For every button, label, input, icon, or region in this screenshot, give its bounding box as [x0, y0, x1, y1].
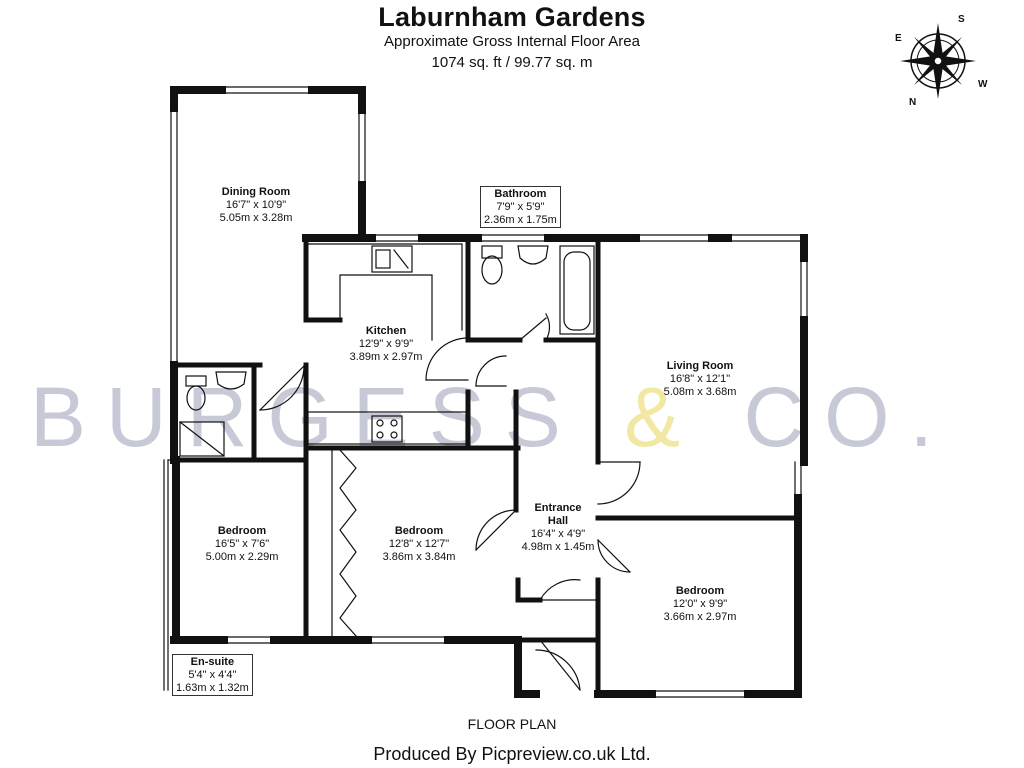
room-label-living: Living Room 16'8" x 12'1" 5.08m x 3.68m — [650, 360, 750, 399]
room-imperial: 5'4" x 4'4" — [188, 669, 237, 681]
room-name: Dining Room — [221, 186, 291, 198]
room-imperial: 16'7" x 10'9" — [225, 199, 287, 211]
room-label-hall: Entrance Hall 16'4" x 4'9" 4.98m x 1.45m — [508, 502, 608, 554]
room-metric: 3.66m x 2.97m — [663, 611, 737, 623]
plan-title: Laburnham Gardens — [378, 2, 646, 32]
room-label-bedroom-3: Bedroom 12'0" x 9'9" 3.66m x 2.97m — [650, 585, 750, 624]
room-label-bedroom-1: Bedroom 16'5" x 7'6" 5.00m x 2.29m — [192, 525, 292, 564]
floor-area: 1074 sq. ft / 99.77 sq. m — [431, 54, 593, 71]
room-label-kitchen: Kitchen 12'9" x 9'9" 3.89m x 2.97m — [336, 325, 436, 364]
room-imperial: 12'8" x 12'7" — [388, 538, 450, 550]
producer-credit: Produced By Picpreview.co.uk Ltd. — [373, 744, 651, 764]
room-label-dining: Dining Room 16'7" x 10'9" 5.05m x 3.28m — [206, 186, 306, 225]
room-metric: 1.63m x 1.32m — [176, 682, 249, 694]
room-name: Entrance — [534, 502, 582, 514]
room-imperial: 7'9" x 5'9" — [496, 201, 545, 213]
room-metric: 3.86m x 3.84m — [382, 551, 456, 563]
room-label-bedroom-2: Bedroom 12'8" x 12'7" 3.86m x 3.84m — [369, 525, 469, 564]
watermark-ampersand: & — [624, 370, 700, 464]
room-name: Living Room — [666, 360, 734, 372]
room-metric: 5.08m x 3.68m — [663, 386, 737, 398]
room-label-ensuite: En-suite 5'4" x 4'4" 1.63m x 1.32m — [172, 654, 253, 696]
room-imperial: 12'0" x 9'9" — [672, 598, 728, 610]
room-name: Bedroom — [394, 525, 444, 537]
room-metric: 2.36m x 1.75m — [484, 214, 557, 226]
room-imperial: 12'9" x 9'9" — [358, 338, 414, 350]
room-name: En-suite — [190, 656, 235, 668]
compass-e-label: E — [895, 33, 902, 44]
room-name: Bathroom — [494, 188, 547, 200]
room-metric: 3.89m x 2.97m — [349, 351, 423, 363]
plan-subtitle: Approximate Gross Internal Floor Area — [384, 33, 640, 50]
compass-w-label: W — [978, 79, 988, 90]
room-imperial: 16'5" x 7'6" — [214, 538, 270, 550]
watermark-text-end: CO. — [700, 370, 953, 464]
room-name: Bedroom — [675, 585, 725, 597]
compass-icon: E S N W — [895, 14, 995, 110]
room-label-bathroom: Bathroom 7'9" x 5'9" 2.36m x 1.75m — [480, 186, 561, 228]
compass-s-label: S — [958, 14, 965, 25]
floor-plan-label: FLOOR PLAN — [467, 716, 557, 732]
room-name-line-2: Hall — [547, 515, 569, 527]
room-name: Bedroom — [217, 525, 267, 537]
room-metric: 5.00m x 2.29m — [205, 551, 279, 563]
room-imperial: 16'4" x 4'9" — [530, 528, 586, 540]
compass-n-label: N — [909, 97, 917, 108]
room-metric: 5.05m x 3.28m — [219, 212, 293, 224]
room-name: Kitchen — [365, 325, 407, 337]
room-metric: 4.98m x 1.45m — [521, 541, 595, 553]
room-imperial: 16'8" x 12'1" — [669, 373, 731, 385]
